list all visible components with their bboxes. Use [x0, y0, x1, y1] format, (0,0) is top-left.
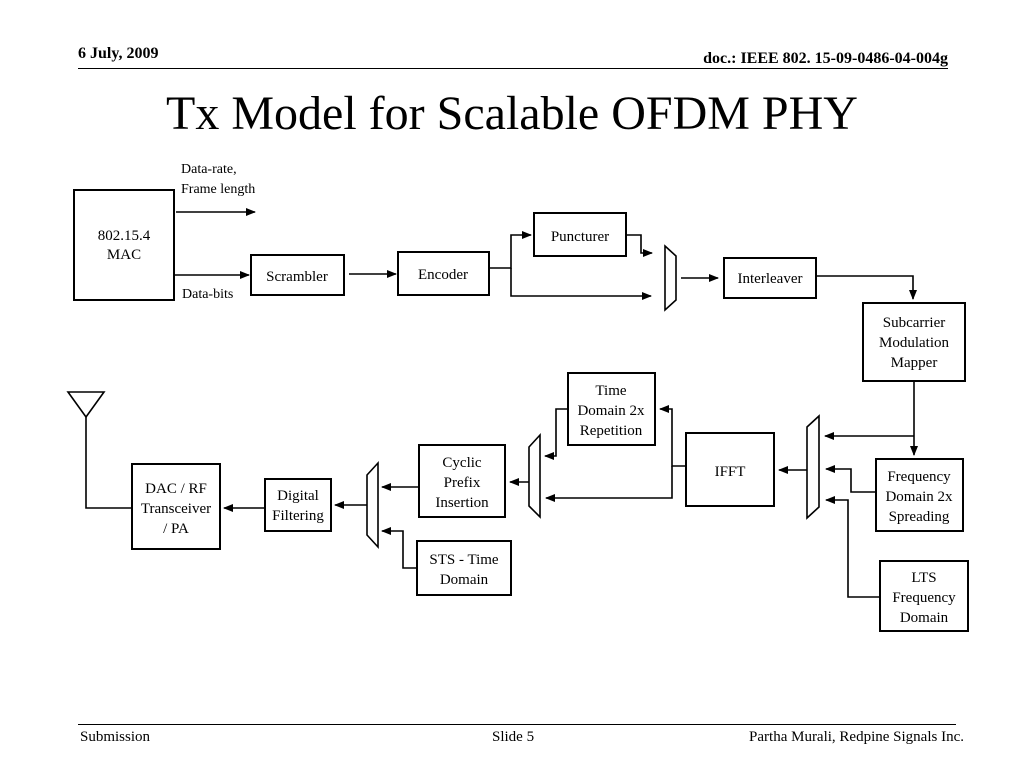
arrow-puncturer-mux	[626, 234, 653, 257]
freq-spreading-block: Frequency Domain 2x Spreading	[875, 458, 964, 532]
mux-repetition-select	[528, 432, 541, 519]
header-date: 6 July, 2009	[78, 45, 159, 62]
cp-label-line3: Insertion	[435, 495, 489, 511]
slide-title: Tx Model for Scalable OFDM PHY	[166, 87, 858, 140]
filter-label-line2: Filtering	[272, 508, 324, 524]
puncturer-block: Puncturer	[533, 212, 627, 257]
mac-label-line2: MAC	[107, 247, 141, 263]
lts-freq-block: LTS Frequency Domain	[879, 560, 969, 632]
encoder-block: Encoder	[397, 251, 490, 296]
puncturer-label: Puncturer	[551, 229, 609, 245]
lts-label-line1: LTS	[911, 570, 936, 586]
interleaver-block: Interleaver	[723, 257, 817, 299]
data-rate-label-line2: Frame length	[181, 182, 255, 197]
ifft-block: IFFT	[685, 432, 775, 507]
time-repetition-block: Time Domain 2x Repetition	[567, 372, 656, 446]
sts-label-line2: Domain	[440, 572, 489, 588]
footer-slide-number: Slide 5	[492, 729, 535, 745]
antenna-icon	[66, 391, 106, 419]
line-dac-antenna	[85, 417, 132, 509]
digital-filtering-block: Digital Filtering	[264, 478, 332, 532]
data-bits-label: Data-bits	[182, 287, 233, 302]
cp-label-line1: Cyclic	[442, 455, 481, 471]
dac-label-line3: / PA	[163, 521, 189, 537]
arrow-repetition-mux	[544, 408, 568, 460]
mac-block: 802.15.4 MAC	[73, 189, 175, 301]
cyclic-prefix-block: Cyclic Prefix Insertion	[418, 444, 506, 518]
subcarrier-mapper-block: Subcarrier Modulation Mapper	[862, 302, 966, 382]
cp-label-line2: Prefix	[444, 475, 481, 491]
sts-time-block: STS - Time Domain	[416, 540, 512, 596]
filter-label-line1: Digital	[277, 488, 319, 504]
arrow-ifft-bypass	[545, 466, 673, 502]
encoder-label: Encoder	[418, 267, 468, 283]
dac-rf-block: DAC / RF Transceiver / PA	[131, 463, 221, 550]
arrow-lts-mux	[825, 496, 880, 598]
mapper-label-line3: Mapper	[891, 355, 938, 371]
mac-label-line1: 802.15.4	[98, 228, 151, 244]
repetition-label-line3: Repetition	[580, 423, 643, 439]
scrambler-label: Scrambler	[266, 269, 328, 285]
mux-preamble-select	[366, 460, 379, 550]
arrow-sts-mux	[381, 527, 417, 569]
data-rate-label-line1: Data-rate,	[181, 162, 237, 177]
mapper-label-line1: Subcarrier	[883, 315, 945, 331]
spreading-label-line2: Domain 2x	[885, 489, 953, 505]
mux-puncture-select	[664, 244, 677, 312]
scrambler-block: Scrambler	[250, 254, 345, 296]
arrow-spreading-mux	[825, 465, 876, 493]
dac-label-line2: Transceiver	[141, 501, 211, 517]
mux-ifft-input	[806, 414, 820, 520]
arrow-encoder-puncturer	[489, 231, 532, 269]
sts-label-line1: STS - Time	[429, 552, 499, 568]
spreading-label-line3: Spreading	[889, 509, 950, 525]
arrow-encoder-bypass	[510, 268, 652, 300]
interleaver-label: Interleaver	[738, 271, 803, 287]
dac-label-line1: DAC / RF	[145, 481, 207, 497]
arrow-interleaver-mapper	[816, 275, 917, 300]
repetition-label-line1: Time	[595, 383, 626, 399]
footer-author: Partha Murali, Redpine Signals Inc.	[749, 729, 964, 745]
mapper-label-line2: Modulation	[879, 335, 949, 351]
lts-label-line2: Frequency	[892, 590, 956, 606]
spreading-label-line1: Frequency	[887, 469, 951, 485]
footer-rule	[78, 724, 956, 725]
header-doc-id: doc.: IEEE 802. 15-09-0486-04-004g	[703, 50, 948, 67]
repetition-label-line2: Domain 2x	[577, 403, 645, 419]
arrow-ifft-repetition	[659, 405, 686, 467]
lts-label-line3: Domain	[900, 610, 949, 626]
ifft-label: IFFT	[715, 464, 746, 480]
footer-submission: Submission	[80, 729, 151, 745]
header-rule	[78, 68, 948, 69]
